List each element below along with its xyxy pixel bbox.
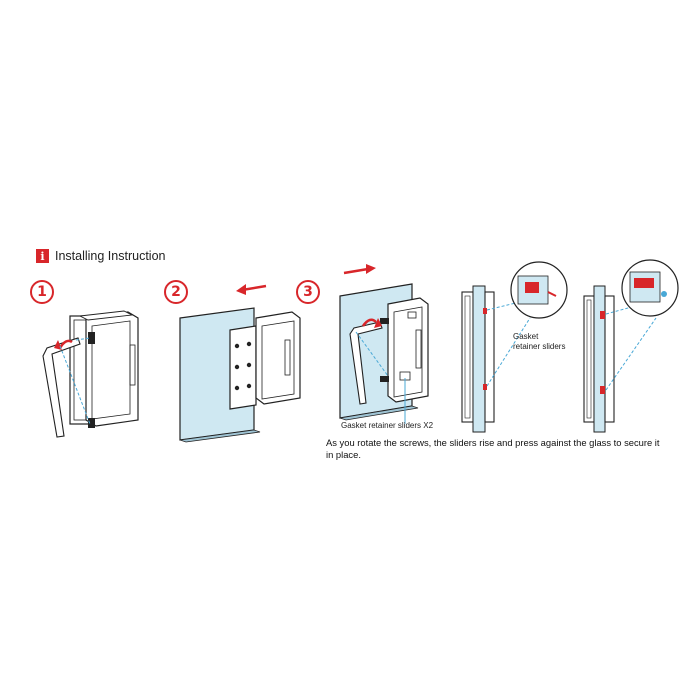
side-view-b [583,259,679,433]
step-number-2: 2 [164,279,188,304]
side-view-a [461,261,568,433]
header-title: Installing Instruction [55,249,166,263]
instruction-caption: As you rotate the screws, the sliders ri… [326,437,660,460]
gasket-label-line2: retainer sliders [513,342,566,351]
info-icon: i [36,249,49,263]
gasket-x2-label: Gasket retainer sliders X2 [341,421,434,430]
step2-glass-illustration [179,284,301,443]
gasket-label-line1: Gasket [513,332,539,341]
step3-assembly-illustration [339,264,429,424]
step-number-1: 1 [30,279,54,304]
step1-hinge-illustration [42,310,139,438]
step-number-3: 3 [296,279,320,304]
instruction-header: i Installing Instruction [36,249,165,263]
